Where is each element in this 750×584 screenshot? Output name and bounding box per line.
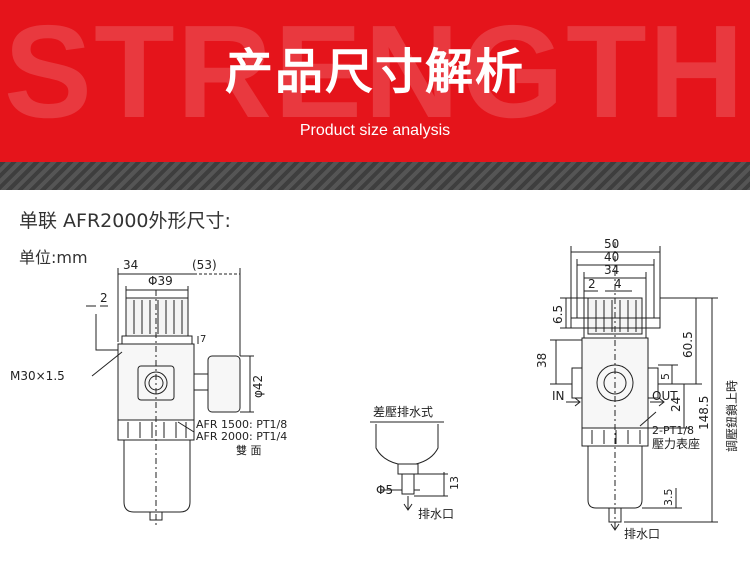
- in-label: IN: [552, 389, 565, 403]
- divider-stripe: [0, 162, 750, 190]
- dim-label: 2: [588, 277, 596, 291]
- dimension-panel: 单联 AFR2000外形尺寸: 单位:mm: [0, 190, 750, 584]
- out-label: OUT: [652, 389, 678, 403]
- drain-label: 排水口: [624, 527, 660, 541]
- header-banner: STRENGTH 产品尺寸解析 Product size analysis: [0, 0, 750, 162]
- banner-subtitle: Product size analysis: [299, 122, 451, 139]
- dim-label: 4: [614, 277, 622, 291]
- dim-label: 148.5: [697, 396, 711, 430]
- banner-title: 产品尺寸解析: [224, 44, 525, 100]
- dim-label: 24: [669, 397, 683, 412]
- note-label: 雙 面: [236, 444, 262, 457]
- dim-label: 50: [604, 237, 619, 251]
- drawing-heading: 单联 AFR2000外形尺寸:: [19, 210, 231, 232]
- port-label: AFR 2000: PT1/4: [196, 430, 287, 443]
- units-label: 单位:mm: [19, 248, 88, 267]
- drain-detail: [370, 421, 448, 511]
- dim-label: Φ39: [148, 274, 173, 288]
- gauge-seat-label: 壓力表座: [652, 436, 700, 451]
- dim-label: Φ5: [376, 483, 393, 497]
- dim-label: 3.5: [662, 489, 675, 507]
- dim-label: 7: [200, 334, 206, 345]
- dim-label: 34: [123, 258, 138, 272]
- drain-label: 排水口: [418, 507, 454, 521]
- dim-label: 6.5: [551, 305, 565, 324]
- gauge-port-label: 2-PT1/8: [652, 424, 694, 437]
- port-label: AFR 1500: PT1/8: [196, 418, 287, 431]
- dim-label: 13: [448, 476, 461, 490]
- banner-background-word: STRENGTH: [4, 0, 746, 145]
- drain-title: 差壓排水式: [373, 405, 433, 419]
- dim-label: (53): [192, 258, 217, 272]
- front-view: [86, 268, 254, 528]
- dim-label: 40: [604, 250, 619, 264]
- dim-label: φ42: [251, 375, 265, 398]
- dim-label: 34: [604, 263, 619, 277]
- dim-label: 38: [535, 353, 549, 368]
- dim-label: 5: [659, 373, 672, 380]
- thread-label: M30×1.5: [10, 369, 65, 383]
- side-view: [550, 242, 718, 531]
- technical-drawing: 34 (53) Φ39 2 7 M30×1.5 φ42 AFR 1500: PT…: [10, 237, 739, 541]
- dim-label: 60.5: [681, 331, 695, 358]
- dim-label: 2: [100, 291, 108, 305]
- note-label: 調壓鈕鎖上時: [724, 380, 739, 452]
